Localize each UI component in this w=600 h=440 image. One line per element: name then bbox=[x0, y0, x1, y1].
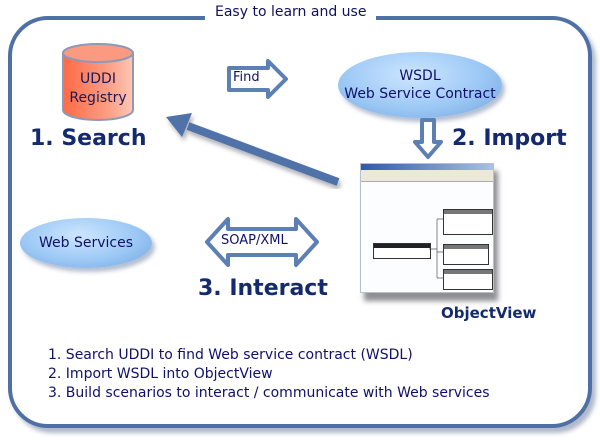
web-services-ellipse: Web Services bbox=[20, 218, 152, 268]
ss-car-box bbox=[443, 244, 489, 265]
list-item: 3. Build scenarios to interact / communi… bbox=[48, 385, 490, 401]
step-search-heading: 1. Search bbox=[30, 126, 147, 151]
ss-passport-box bbox=[373, 243, 431, 259]
soap-xml-label: SOAP/XML bbox=[221, 233, 288, 248]
database-icon bbox=[62, 43, 134, 121]
uddi-line1: UDDI bbox=[80, 71, 116, 87]
ss-menubar bbox=[361, 170, 493, 175]
wsdl-line1: WSDL bbox=[399, 68, 441, 84]
ss-airline-box bbox=[443, 209, 493, 235]
list-item: 1. Search UDDI to find Web service contr… bbox=[48, 347, 413, 363]
objectview-screenshot bbox=[360, 163, 494, 293]
ss-hotel-box bbox=[443, 269, 493, 290]
ss-titlebar bbox=[361, 164, 493, 170]
soap-xml-double-arrow-icon bbox=[205, 217, 319, 267]
steps-list: 1. Search UDDI to find Web service contr… bbox=[48, 346, 490, 403]
wsdl-ellipse: WSDL Web Service Contract bbox=[338, 52, 502, 118]
uddi-registry-label: UDDI Registry bbox=[60, 70, 136, 108]
ss-toolbar bbox=[361, 175, 493, 182]
list-item: 2. Import WSDL into ObjectView bbox=[48, 366, 273, 382]
find-arrow-icon bbox=[227, 59, 288, 99]
objectview-caption: ObjectView bbox=[441, 304, 537, 322]
ss-connectors bbox=[429, 218, 443, 279]
find-label: Find bbox=[233, 70, 260, 85]
web-services-label: Web Services bbox=[38, 235, 133, 251]
step-interact-heading: 3. Interact bbox=[198, 276, 328, 301]
import-arrow-icon bbox=[413, 118, 443, 159]
wsdl-line2: Web Service Contract bbox=[344, 86, 496, 102]
frame-title: Easy to learn and use bbox=[205, 4, 377, 20]
uddi-line2: Registry bbox=[69, 90, 127, 106]
back-to-search-arrow-icon bbox=[166, 113, 340, 186]
step-import-heading: 2. Import bbox=[452, 126, 567, 151]
